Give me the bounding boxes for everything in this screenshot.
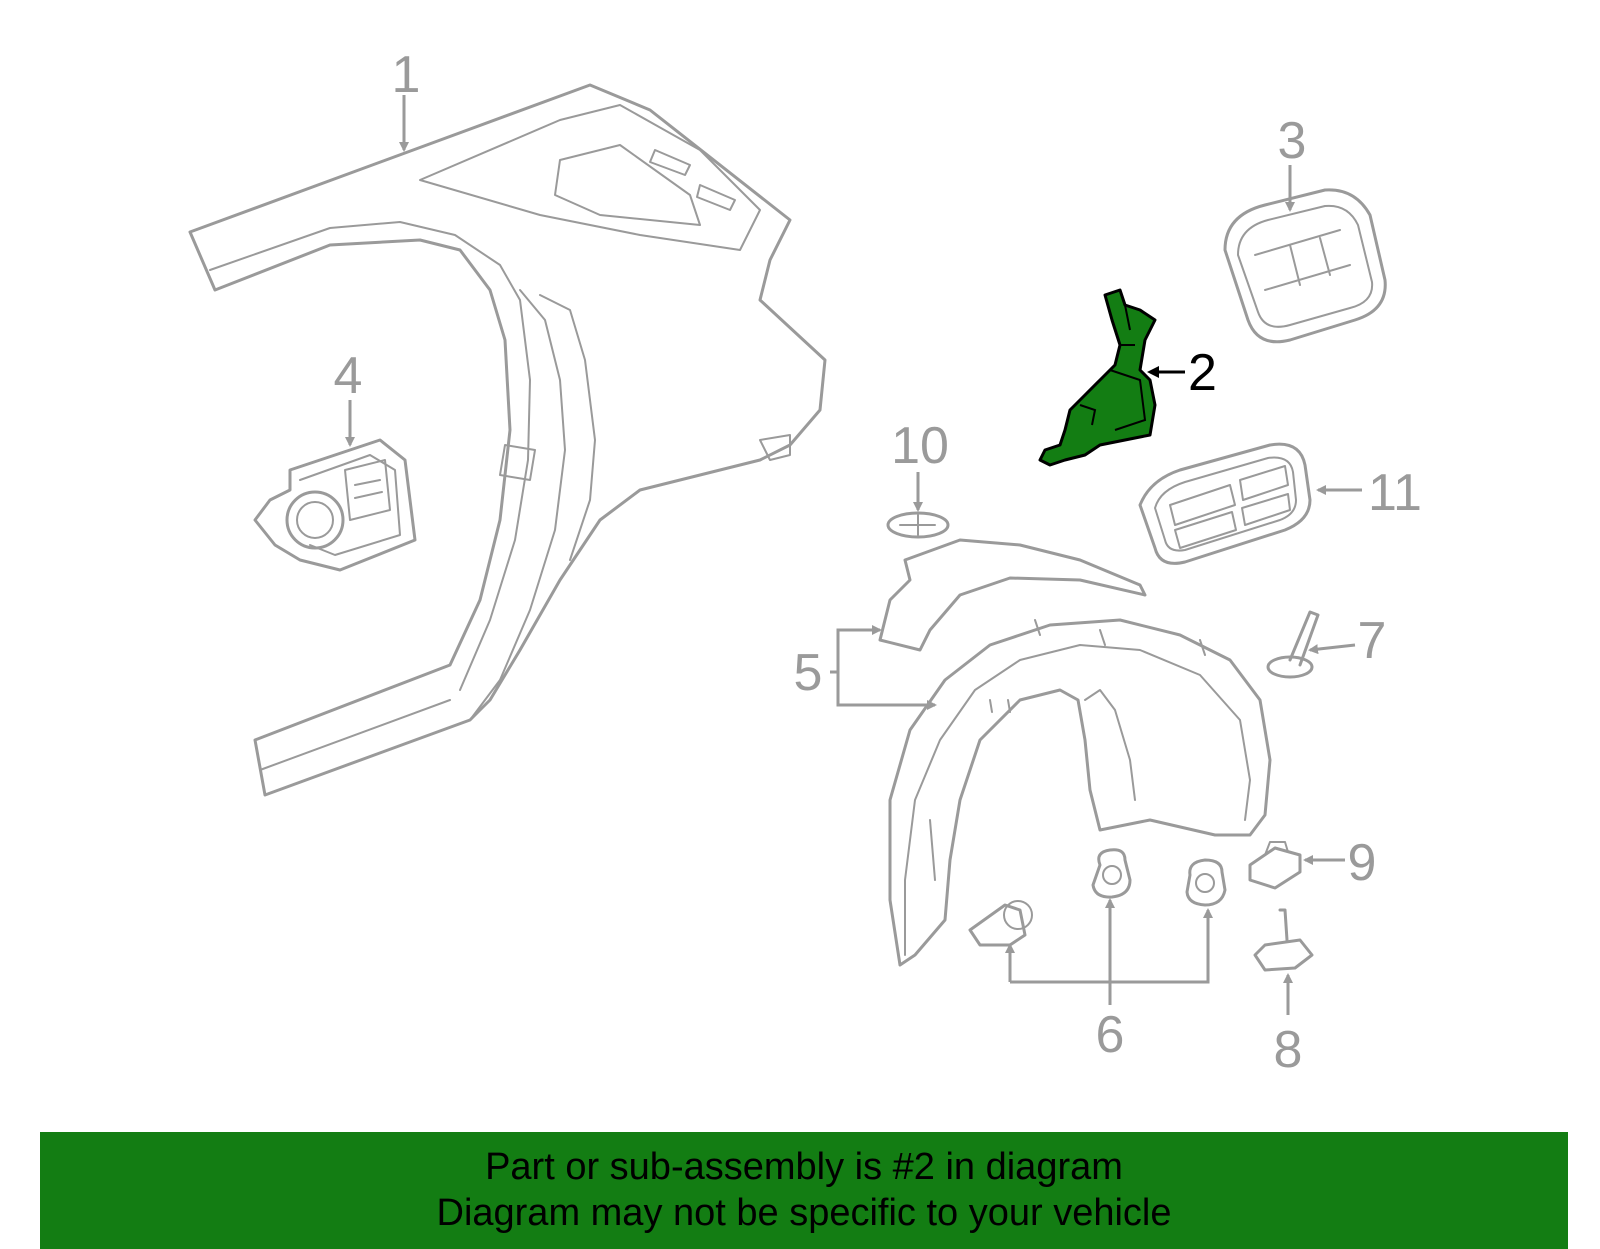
info-banner: Part or sub-assembly is #2 in diagram Di… xyxy=(40,1132,1568,1249)
callout-7: 7 xyxy=(1358,612,1387,670)
push-fastener-parts-6 xyxy=(968,848,1227,947)
callout-10: 10 xyxy=(891,417,949,475)
callout-2: 2 xyxy=(1188,344,1217,402)
callout-1: 1 xyxy=(392,46,421,104)
pin-part-7 xyxy=(1266,610,1320,679)
bracket-part-highlighted xyxy=(1038,288,1157,467)
fuel-door-part xyxy=(1223,188,1387,344)
banner-line-1: Part or sub-assembly is #2 in diagram xyxy=(485,1146,1123,1188)
callout-4: 4 xyxy=(334,347,363,405)
leader-5b xyxy=(836,672,937,710)
fuel-door-housing-part xyxy=(253,438,417,572)
callout-3: 3 xyxy=(1278,112,1307,170)
leader-6b xyxy=(1010,908,1213,984)
banner-line-2: Diagram may not be specific to your vehi… xyxy=(436,1192,1172,1234)
clip-part-10 xyxy=(886,511,950,539)
quarter-panel-part xyxy=(188,83,827,797)
wheelhouse-liner-part xyxy=(878,538,1272,967)
leader-5a xyxy=(830,625,882,674)
leader-lines xyxy=(345,95,1362,1015)
vent-part xyxy=(1138,442,1312,565)
nut-part-9 xyxy=(1248,841,1302,890)
callout-9: 9 xyxy=(1348,834,1377,892)
callout-8: 8 xyxy=(1274,1021,1303,1079)
leader-7 xyxy=(1308,643,1356,655)
screw-part-8 xyxy=(1253,908,1314,972)
callout-6: 6 xyxy=(1096,1006,1125,1064)
callout-5: 5 xyxy=(794,644,823,702)
callout-labels: 1 2 3 4 5 6 7 8 9 10 11 xyxy=(334,46,1422,1079)
callout-11: 11 xyxy=(1368,464,1422,522)
